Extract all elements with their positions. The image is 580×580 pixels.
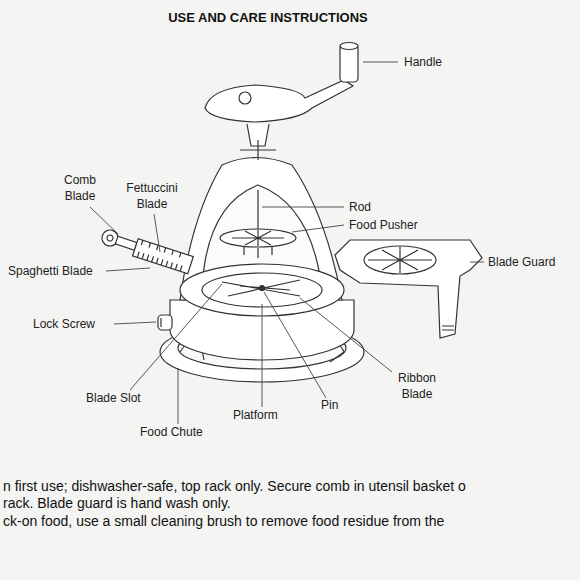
part-label: Fettuccini Blade xyxy=(116,180,188,212)
part-label: Pin xyxy=(321,397,338,413)
page-title: USE AND CARE INSTRUCTIONS xyxy=(168,10,368,26)
part-label: Spaghetti Blade xyxy=(8,263,93,279)
part-label: Comb Blade xyxy=(55,172,105,204)
part-label: Blade Slot xyxy=(86,390,141,406)
instruction-text: ck-on food, use a small cleaning brush t… xyxy=(3,513,444,530)
part-label: Ribbon Blade xyxy=(392,370,442,402)
part-label: Handle xyxy=(404,54,442,70)
part-label: Food Pusher xyxy=(349,217,418,233)
part-label: Rod xyxy=(349,199,371,215)
part-label: Platform xyxy=(233,407,278,423)
instruction-text: rack. Blade guard is hand wash only. xyxy=(3,495,231,512)
instruction-text: n first use; dishwasher-safe, top rack o… xyxy=(3,478,466,495)
part-label: Food Chute xyxy=(140,424,203,440)
part-label: Lock Screw xyxy=(33,316,95,332)
part-label: Blade Guard xyxy=(488,254,555,270)
